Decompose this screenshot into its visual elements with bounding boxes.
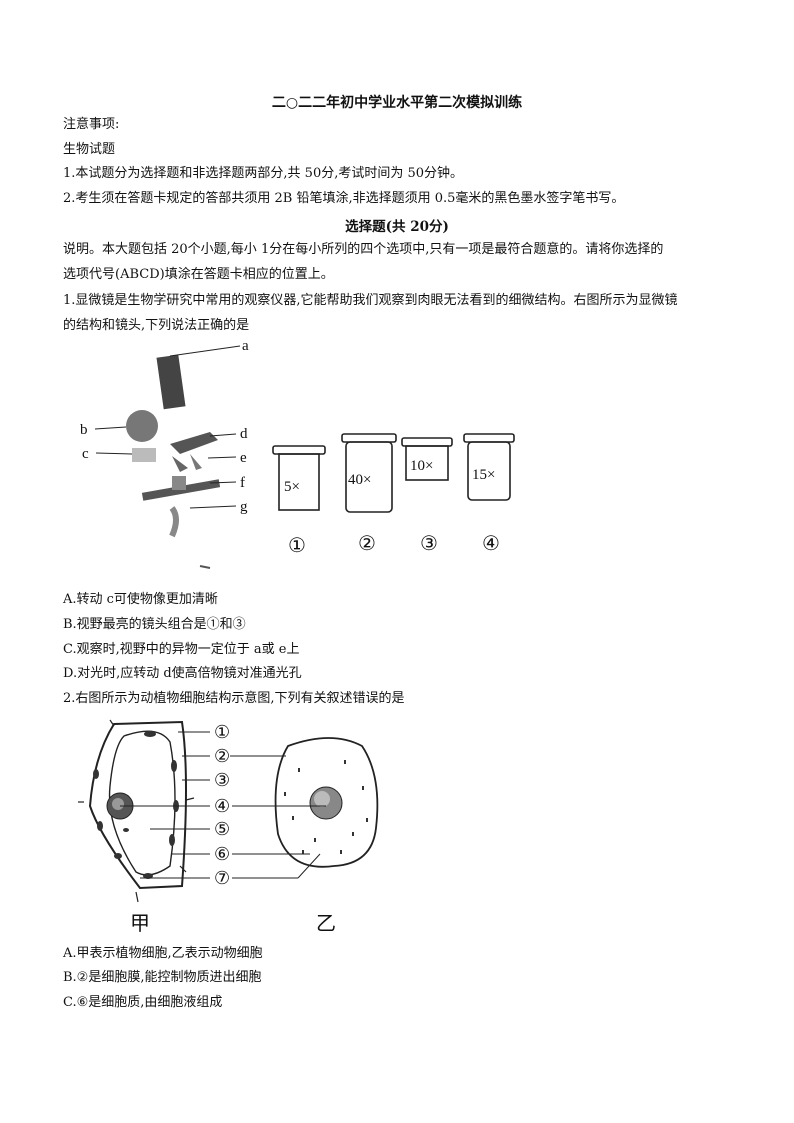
lens-4-mag: 15× <box>472 467 495 483</box>
lens-drawings <box>272 433 515 513</box>
label-g: g <box>240 499 248 515</box>
label-d: d <box>240 426 248 442</box>
lens-1-number: ① <box>288 535 306 557</box>
plant-cell-drawing <box>78 719 195 903</box>
cell-label-6: ⑥ <box>214 844 230 864</box>
label-a: a <box>242 338 249 354</box>
cell-name-animal: 乙 <box>316 913 336 935</box>
cell-label-7: ⑦ <box>214 868 230 888</box>
q2-stem: 2.右图所示为动植物细胞结构示意图,下列有关叙述错误的是 <box>63 691 405 706</box>
q1-stem-line-1: 1.显微镜是生物学研究中常用的观察仪器,它能帮助我们观察到肉眼无法看到的细微结构… <box>63 293 678 308</box>
section-desc-line-2: 选项代号(ABCD)填涂在答题卡相应的位置上。 <box>63 267 334 282</box>
q1-option-d: D.对光时,应转动 d使高倍物镜对准通光孔 <box>63 666 302 681</box>
microscope-drawing <box>126 345 241 569</box>
cell-label-4: ④ <box>214 796 230 816</box>
lens-2-number: ② <box>358 533 376 555</box>
label-b: b <box>80 422 88 438</box>
lens-3-number: ③ <box>420 533 438 555</box>
cell-name-plant: 甲 <box>130 913 150 935</box>
notice-heading: 注意事项: <box>63 117 120 132</box>
q1-option-a: A.转动 c可使物像更加清晰 <box>63 592 218 607</box>
q1-stem-line-2: 的结构和镜头,下列说法正确的是 <box>63 318 250 333</box>
exam-title: 二○二二年初中学业水平第二次模拟训练 <box>271 95 523 111</box>
section-desc-line-1: 说明。本大题包括 20个小题,每小 1分在每小所列的四个选项中,只有一项是最符合… <box>63 242 664 257</box>
label-f: f <box>240 475 245 491</box>
lens-4-number: ④ <box>482 533 500 555</box>
animal-cell-drawing <box>274 737 379 868</box>
label-e: e <box>240 450 247 466</box>
lens-1-mag: 5× <box>284 479 300 495</box>
lens-3-mag: 10× <box>410 458 433 474</box>
subject-label: 生物试题 <box>63 142 116 157</box>
cell-label-1: ① <box>214 722 230 742</box>
cell-label-5: ⑤ <box>214 819 230 839</box>
q1-option-c: C.观察时,视野中的异物一定位于 a或 e上 <box>63 642 300 657</box>
notice-item-2: 2.考生须在答题卡规定的答部共须用 2B 铅笔填涂,非选择题须用 0.5毫米的黑… <box>63 191 625 206</box>
section-title: 选择题(共 20分) <box>345 219 449 235</box>
q1-microscope-figure: a b c d e f g 5× 40× 10× 15× ① ② ③ ④ <box>80 338 515 569</box>
q2-option-c: C.⑥是细胞质,由细胞液组成 <box>63 995 223 1010</box>
cell-label-3: ③ <box>214 770 230 790</box>
label-c: c <box>82 446 89 462</box>
q1-option-b: B.视野最亮的镜头组合是①和③ <box>63 617 246 632</box>
cell-label-2: ② <box>214 746 230 766</box>
notice-item-1: 1.本试题分为选择题和非选择题两部分,共 50分,考试时间为 50分钟。 <box>63 166 464 181</box>
q2-option-b: B.②是细胞膜,能控制物质进出细胞 <box>63 970 262 985</box>
q2-option-a: A.甲表示植物细胞,乙表示动物细胞 <box>63 946 263 961</box>
q2-cell-figure: ① ② ③ ④ ⑤ ⑥ ⑦ 甲 乙 <box>78 719 379 935</box>
lens-2-mag: 40× <box>348 472 371 488</box>
